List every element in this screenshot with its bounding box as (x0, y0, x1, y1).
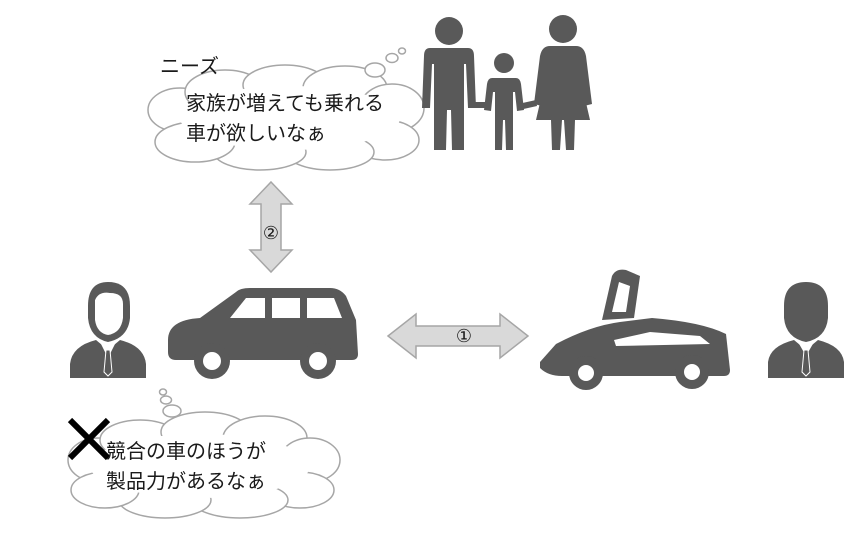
cross-mark-icon (67, 417, 111, 461)
needs-label: ニーズ (160, 54, 219, 78)
arrow-label-vertical: ② (263, 223, 279, 244)
horizontal-double-arrow (386, 312, 530, 360)
station-wagon-car-icon (168, 288, 358, 379)
competitor-thought-text: 競合の車のほうが 製品力があるなぁ (106, 436, 266, 496)
customer-thought-line-2: 車が欲しいなぁ (186, 121, 326, 145)
sports-car-icon (540, 269, 730, 390)
family-icon (422, 15, 592, 150)
vertical-double-arrow (248, 180, 294, 274)
businessman-silhouette-icon (768, 282, 844, 378)
competitor-thought-line-2: 製品力があるなぁ (106, 469, 266, 493)
competitor-thought-cloud (67, 388, 341, 519)
arrow-label-horizontal: ① (456, 326, 472, 347)
competitor-thought-line-1: 競合の車のほうが (106, 439, 266, 463)
customer-thought-cloud (147, 47, 425, 171)
customer-thought-line-1: 家族が増えても乗れる (186, 91, 384, 115)
businessman-icon (70, 282, 146, 378)
customer-thought-text: 家族が増えても乗れる 車が欲しいなぁ (186, 88, 384, 148)
